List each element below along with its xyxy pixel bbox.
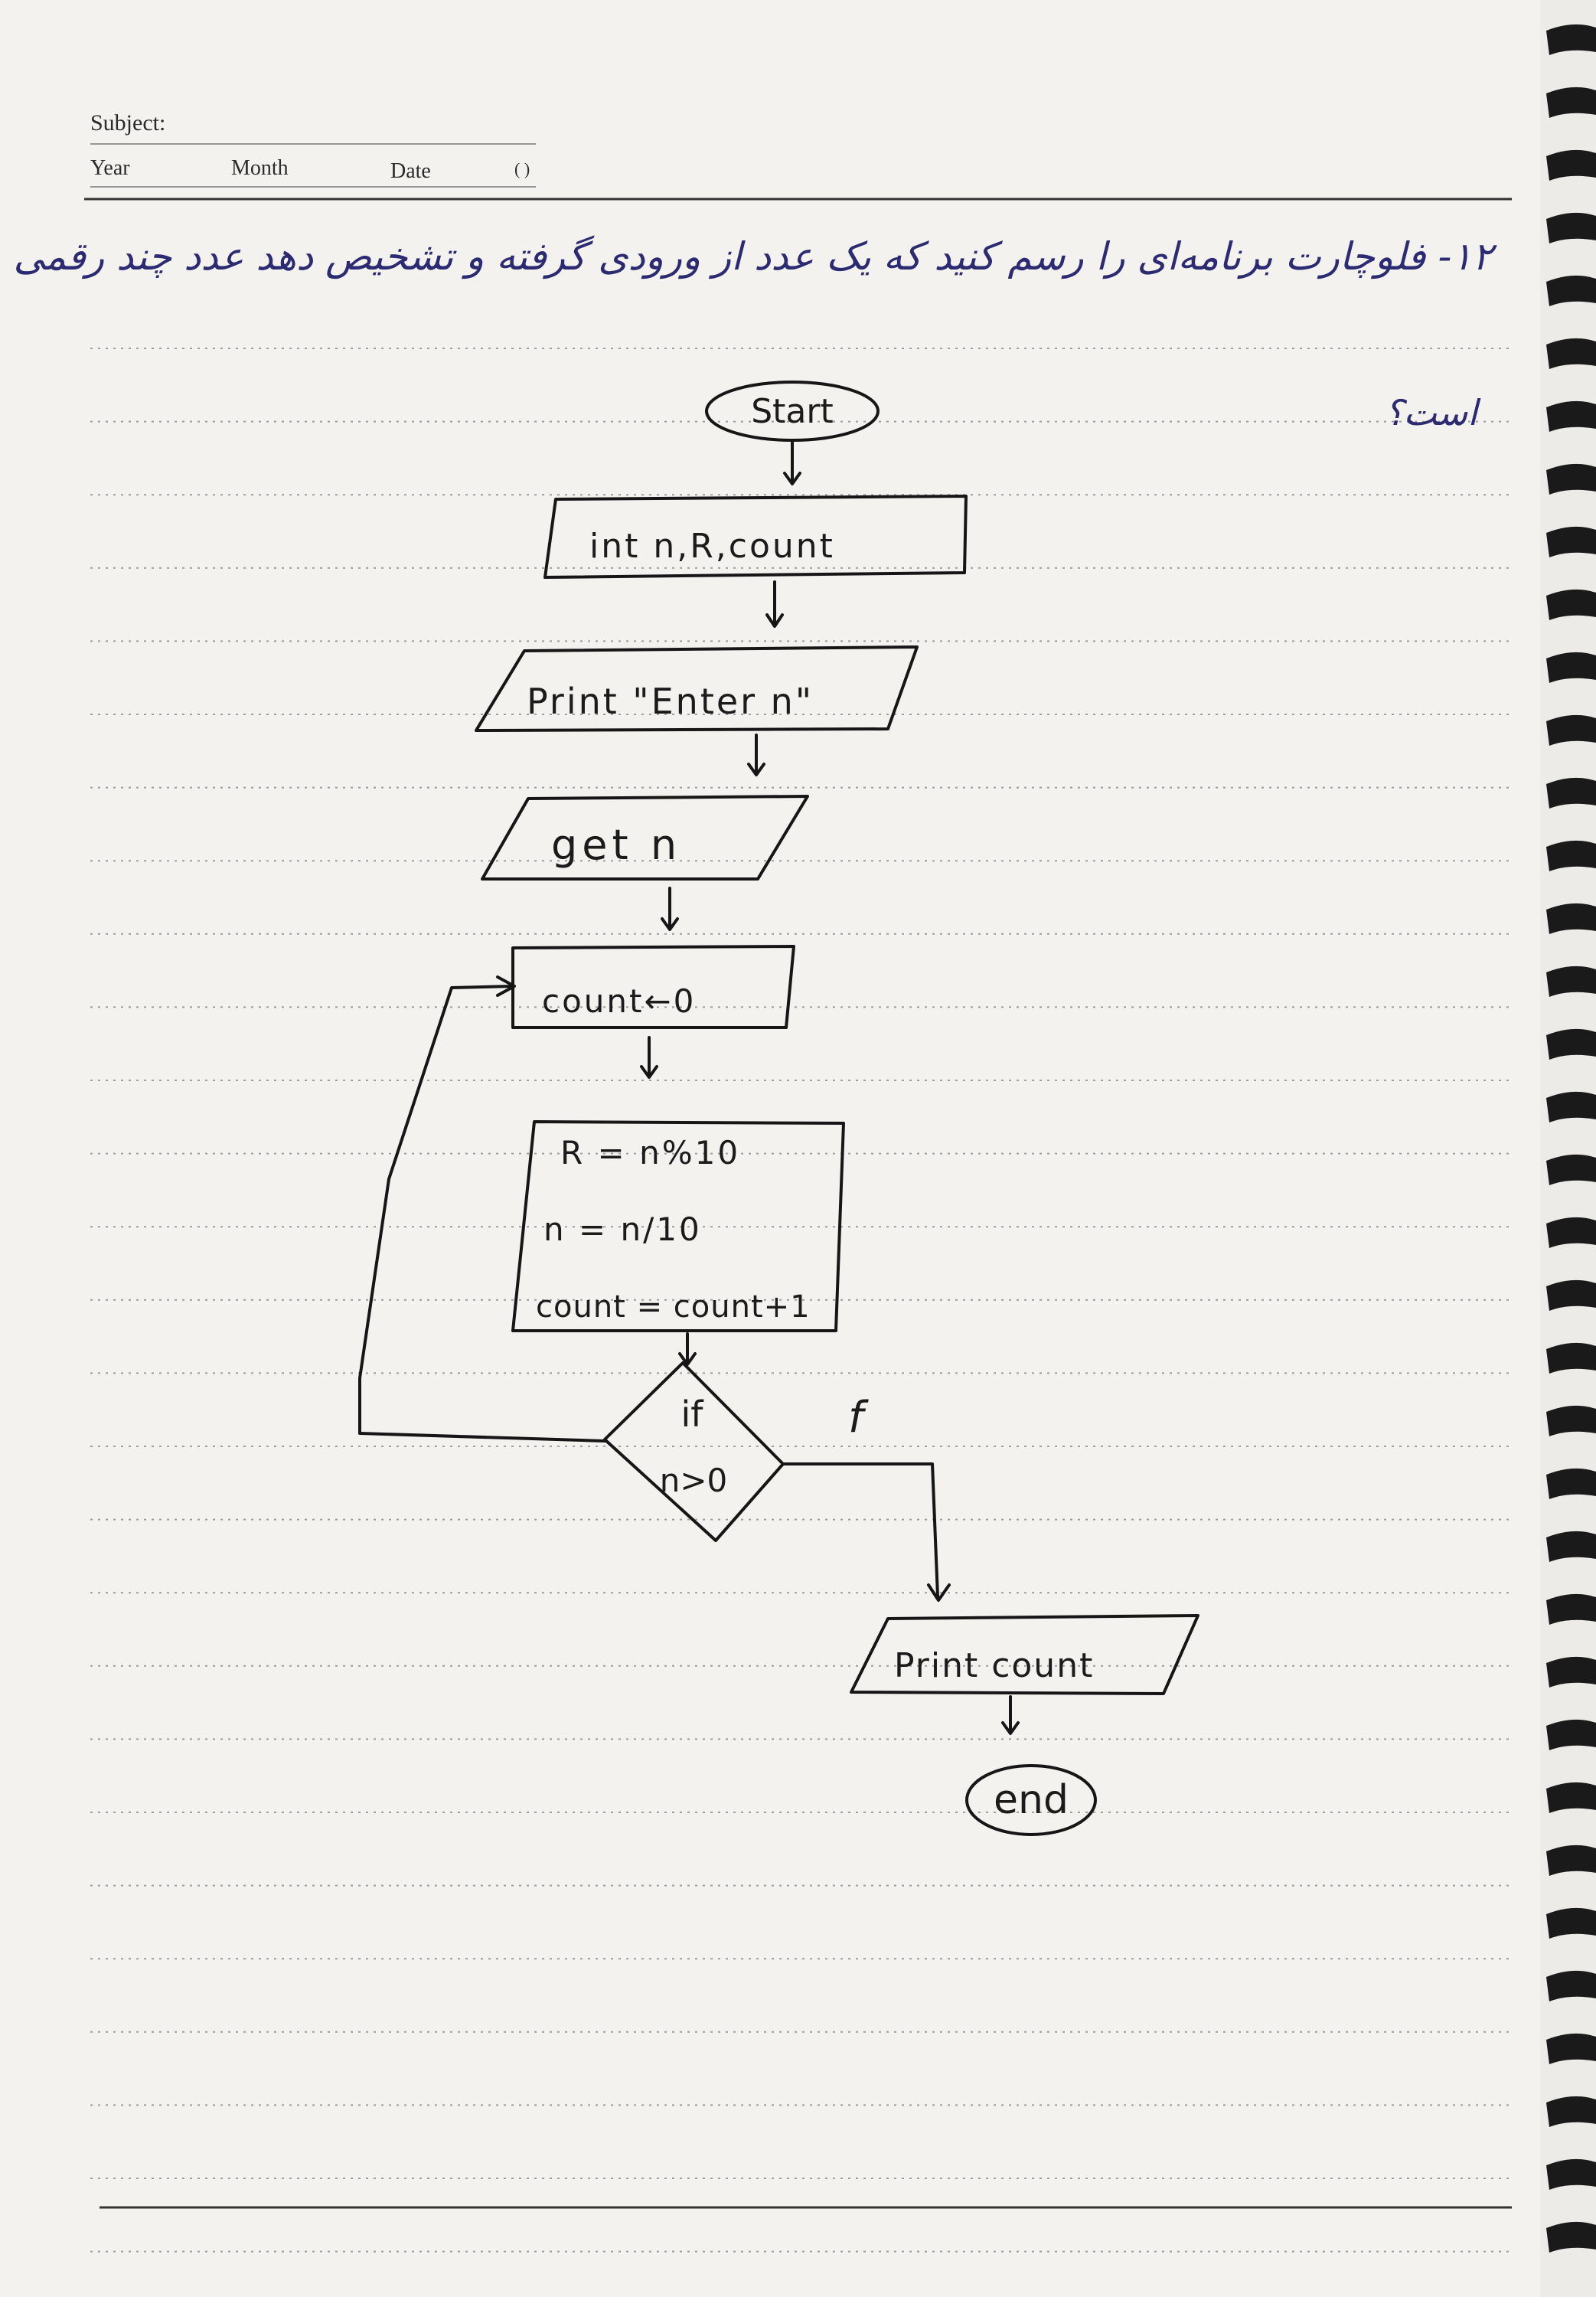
output-io [850,1614,1199,1695]
spiral-coil [1546,589,1596,620]
spiral-coil [1546,400,1596,432]
declare-label: int n,R,count [589,527,835,566]
spiral-coil [1546,1091,1596,1122]
spiral-coil [1546,1970,1596,2001]
init-process-box [511,945,795,1029]
spiral-coil [1546,2221,1596,2253]
loop-back-connector [358,985,606,1443]
end-terminal [965,1764,1097,1836]
loop-process-box [511,1120,845,1332]
false-branch-connector [782,1462,939,1598]
spiral-coil [1546,1342,1596,1374]
spiral-coil [1546,2096,1596,2127]
date-paren: ( ) [514,159,530,178]
decision-condition: n>0 [660,1462,728,1499]
start-terminal [705,381,880,442]
arrowhead [927,1583,951,1602]
process-line-2: n = n/10 [543,1211,702,1248]
spiral-coil [1546,338,1596,369]
declare-process-box [543,495,968,579]
process-line-3: count = count+1 [536,1289,811,1325]
arrowhead [747,763,765,776]
spiral-coil [1546,275,1596,306]
spiral-coil [1546,1217,1596,1248]
start-label: Start [751,392,834,431]
spiral-coil [1546,1154,1596,1185]
input-label: get n [551,821,681,869]
spiral-coil [1546,1405,1596,1436]
output-label: Print count [894,1646,1094,1685]
spiral-coil [1546,1531,1596,1562]
print-prompt-io [475,645,919,732]
spiral-coil [1546,777,1596,809]
spiral-coil [1546,1279,1596,1311]
input-io [481,795,809,881]
spiral-coil [1546,1782,1596,1813]
decision-if: if [681,1394,705,1435]
spiral-coil [1546,1468,1596,1499]
arrowhead [496,975,516,997]
year-label: Year [90,156,130,180]
spiral-coil [1546,1907,1596,1939]
spiral-binding [1540,0,1596,2297]
end-label: end [994,1777,1069,1823]
date-label: Date [390,159,431,183]
arrowhead [1001,1721,1020,1735]
arrowhead [765,613,784,628]
spiral-coil [1546,840,1596,871]
process-line-1: R = n%10 [560,1134,740,1171]
spiral-coil [1546,714,1596,746]
spiral-coil [1546,1028,1596,1060]
spiral-coil [1546,149,1596,181]
subject-label: Subject: [90,110,165,136]
spiral-coil [1546,463,1596,495]
spiral-coil [1546,1844,1596,1876]
spiral-coil [1546,526,1596,557]
print-prompt-label: Print "Enter n" [527,681,814,722]
spiral-coil [1546,652,1596,683]
spiral-coil [1546,1593,1596,1625]
arrowhead [678,1352,697,1366]
arrowhead [783,472,801,485]
question-line-1: ۱۲- فلوچارت برنامه‌ای را رسم کنید که یک … [13,234,1497,279]
spiral-coil [1546,87,1596,118]
question-line-2: است؟ [1385,392,1481,433]
decision-diamond [603,1361,785,1542]
arrowhead [661,917,679,931]
spiral-coil [1546,212,1596,243]
month-label: Month [231,156,289,180]
false-label: f [848,1393,869,1443]
spiral-coil [1546,1656,1596,1688]
init-label: count←0 [542,982,696,1020]
spiral-coil [1546,1719,1596,1750]
spiral-coil [1546,24,1596,55]
spiral-coil [1546,966,1596,997]
spiral-coil [1546,2033,1596,2064]
arrowhead [640,1065,658,1079]
spiral-coil [1546,903,1596,934]
spiral-coil [1546,2158,1596,2190]
